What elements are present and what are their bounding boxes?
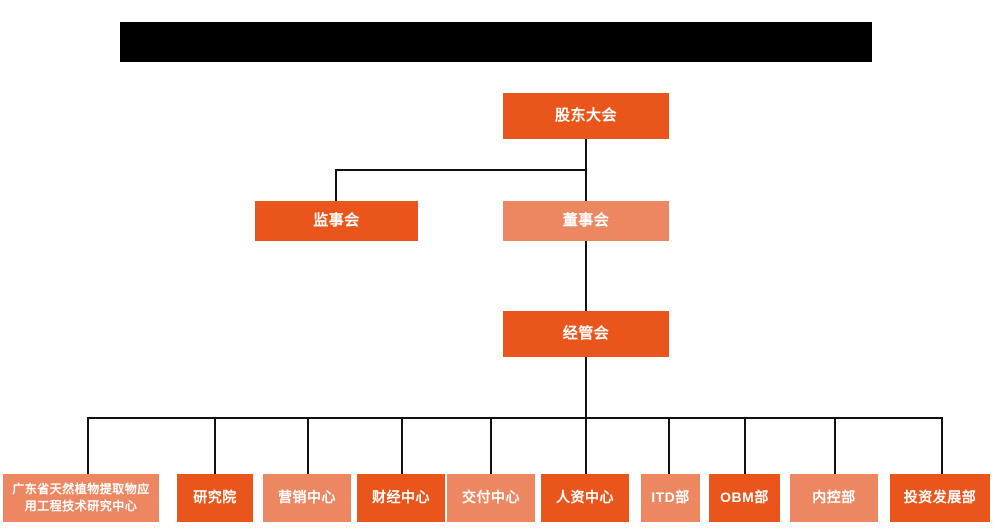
connector-shareholders-down — [585, 139, 587, 171]
node-label-board-of-supervisors: 监事会 — [313, 211, 360, 229]
node-label-investment-development-department: 投资发展部 — [903, 489, 977, 506]
node-board-of-supervisors[interactable]: 监事会 — [255, 201, 418, 241]
node-label-management-committee: 经管会 — [562, 324, 610, 342]
node-label-marketing-center: 营销中心 — [278, 489, 336, 506]
node-investment-development-department[interactable]: 投资发展部 — [890, 474, 990, 522]
node-marketing-center[interactable]: 营销中心 — [263, 474, 351, 522]
connector-directors-drop — [585, 169, 587, 201]
node-label-board-of-directors: 董事会 — [562, 211, 610, 229]
node-label-finance-center: 财经中心 — [372, 489, 430, 506]
node-label-hr-center: 人资中心 — [556, 489, 614, 506]
node-label-research-center-line1: 广东省天然植物提取物应 — [12, 481, 150, 496]
connector-drop-internal-control — [834, 417, 836, 474]
node-delivery-center[interactable]: 交付中心 — [447, 474, 535, 522]
node-label-research-institute: 研究院 — [193, 489, 237, 506]
connector-drop-research-institute — [214, 417, 216, 474]
node-label-itd-department: ITD部 — [651, 489, 690, 506]
node-hr-center[interactable]: 人资中心 — [541, 474, 629, 522]
node-finance-center[interactable]: 财经中心 — [357, 474, 445, 522]
node-research-institute[interactable]: 研究院 — [177, 474, 253, 522]
node-label-internal-control-department: 内控部 — [812, 489, 856, 506]
connector-drop-research-center — [87, 417, 89, 474]
node-obm-department[interactable]: OBM部 — [709, 474, 780, 522]
node-research-center[interactable]: 广东省天然植物提取物应 用工程技术研究中心 — [3, 474, 159, 522]
connector-drop-itd-department — [668, 417, 670, 474]
node-internal-control-department[interactable]: 内控部 — [790, 474, 878, 522]
connector-management-down — [585, 357, 587, 419]
connector-drop-finance-center — [401, 417, 403, 474]
connector-bottom-bus — [87, 417, 943, 419]
connector-supervisors-drop — [335, 169, 337, 201]
node-label-obm-department: OBM部 — [720, 489, 769, 506]
node-board-of-directors[interactable]: 董事会 — [503, 201, 669, 241]
redacted-title-bar — [120, 22, 872, 62]
node-itd-department[interactable]: ITD部 — [641, 474, 700, 522]
node-shareholders-meeting[interactable]: 股东大会 — [503, 93, 669, 139]
connector-drop-hr-center — [585, 417, 587, 474]
connector-drop-obm-department — [744, 417, 746, 474]
node-label-shareholders-meeting: 股东大会 — [554, 106, 617, 124]
node-label-delivery-center: 交付中心 — [462, 489, 520, 506]
connector-level2-bus — [335, 169, 587, 171]
connector-drop-investment-development — [941, 417, 943, 474]
node-label-research-center-line2: 用工程技术研究中心 — [24, 499, 138, 513]
connector-drop-marketing-center — [307, 417, 309, 474]
connector-directors-to-management — [585, 241, 587, 311]
connector-drop-delivery-center — [490, 417, 492, 474]
node-management-committee[interactable]: 经管会 — [503, 311, 669, 357]
